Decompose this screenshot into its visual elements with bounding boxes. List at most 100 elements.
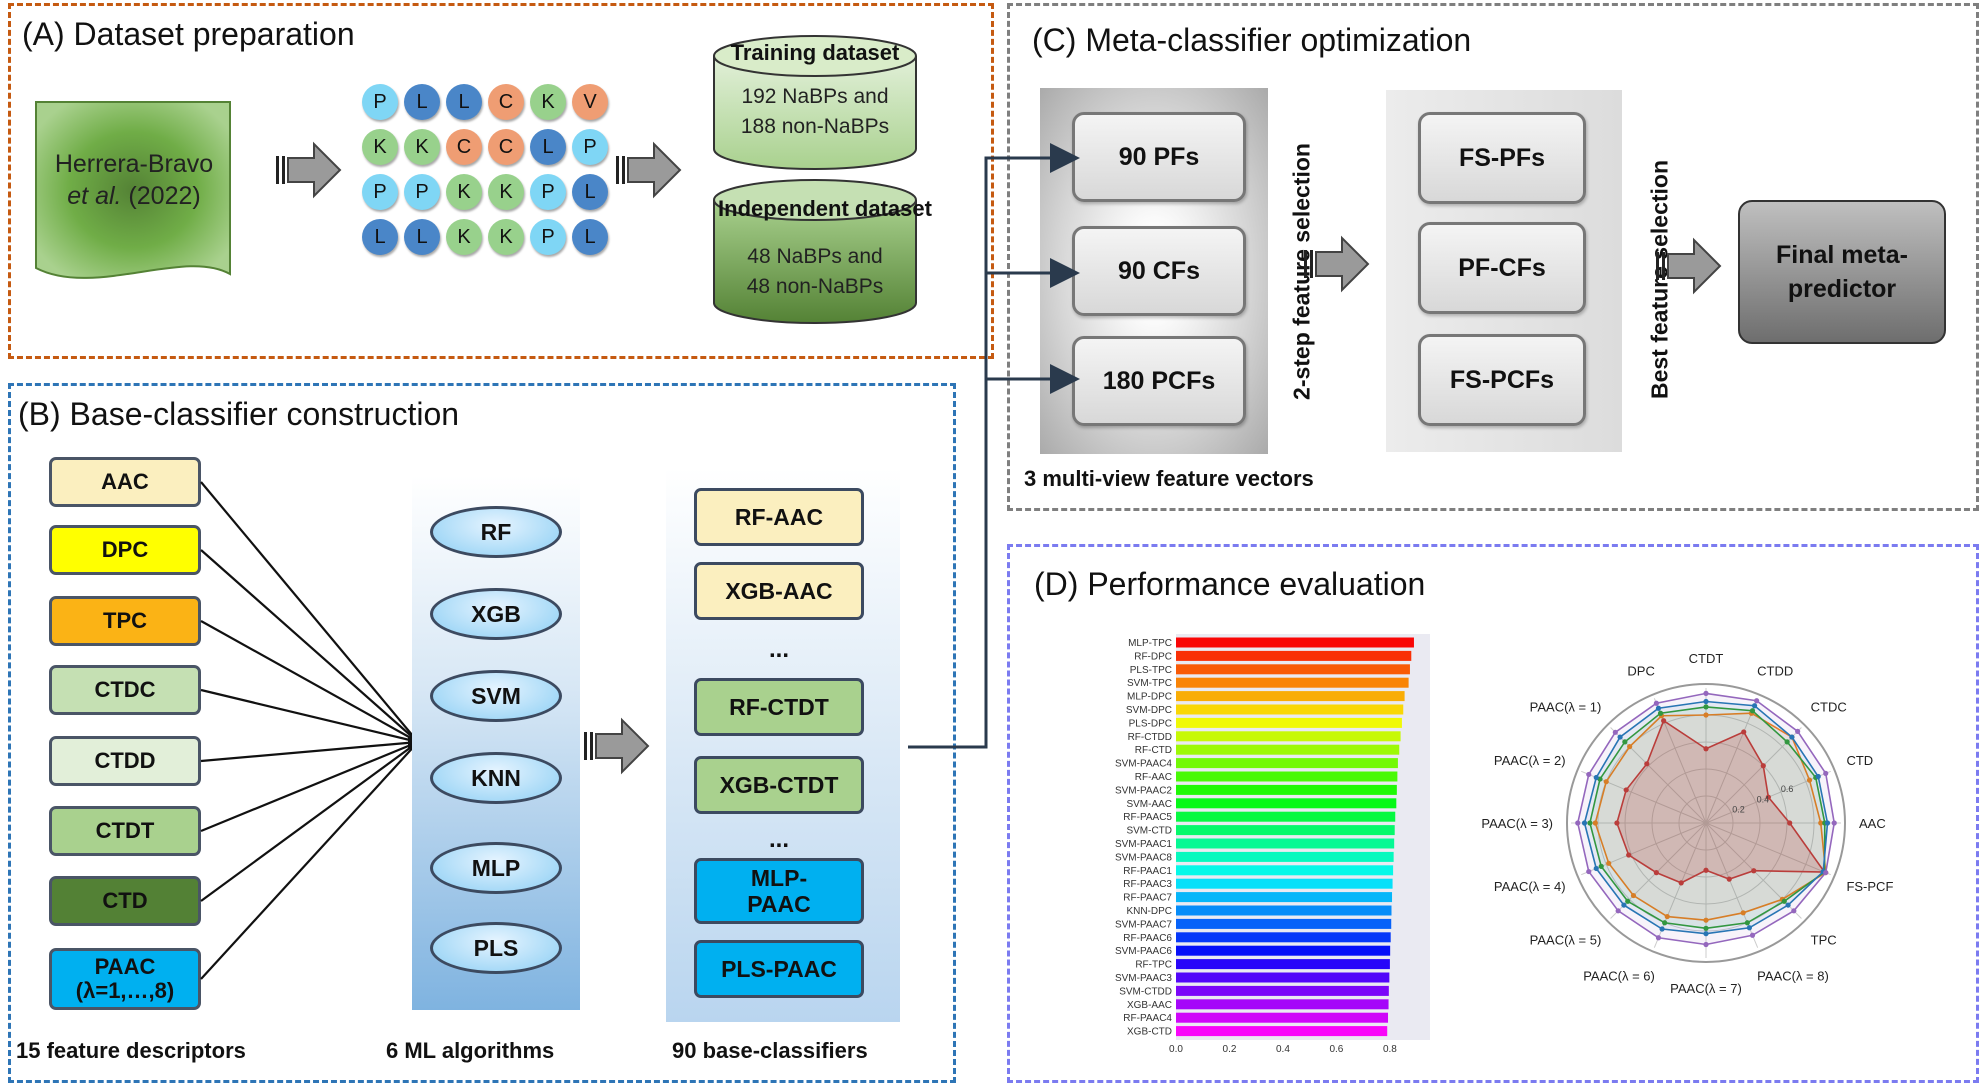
panel-dataset-preparation [8,3,994,359]
bar-category-label: RF-CTD [1135,745,1172,756]
bar-category-label: SVM-PAAC4 [1115,759,1172,770]
feature-vector-box: 90 CFs [1072,226,1246,316]
bar-category-label: RF-PAAC6 [1123,933,1172,944]
radar-point [1623,787,1629,793]
final-predictor-line2: predictor [1787,275,1897,303]
radar-axis-label: CTD [1846,753,1873,768]
final-meta-predictor: Final meta- predictor [1738,200,1946,344]
radar-point [1625,898,1631,904]
bar-category-label: RF-PAAC1 [1123,866,1172,877]
bar [1176,972,1390,983]
radar-point [1754,698,1760,704]
descriptor-connector [200,688,419,744]
bar-category-label: RF-TPC [1135,960,1172,971]
radar-point [1655,705,1662,711]
radar-axis-label: PAAC(λ = 7) [1670,981,1742,996]
descriptor-connector [200,620,419,743]
descriptor-box: TPC [49,596,201,646]
bar [1176,892,1393,903]
radar-point [1575,820,1581,826]
panel-meta-classifier [1007,3,1979,511]
bar-x-tick-label: 0.2 [1223,1044,1237,1055]
training-dataset-cylinder [713,35,917,170]
bar-category-label: SVM-AAC [1126,799,1172,810]
amino-acid-circle: P [572,129,608,165]
radar-point [1749,708,1756,714]
radar-point [1818,820,1824,826]
radar-point [1655,935,1662,941]
bar-category-label: RF-CTDD [1128,732,1172,743]
radar-point [1760,763,1766,769]
radar-point [1703,746,1709,752]
radar-point [1598,863,1604,869]
radar-spoke [1705,822,1831,876]
amino-acid-circle: K [488,219,524,255]
radar-axis-label: PAAC(λ = 2) [1494,753,1566,768]
amino-acid-circle: P [530,219,566,255]
bar [1176,825,1395,836]
training-dataset-line1: 192 NaBPs and [741,85,889,108]
panel-b-title: (B) Base-classifier construction [18,396,460,432]
radar-point [1662,920,1668,926]
training-dataset-desc: 192 NaBPs and 188 non-NaBPs [710,82,920,142]
classifiers-caption: 90 base-classifiers [672,1038,868,1063]
source-citation-line1: Herrera-Bravo [54,150,214,178]
base-classifier-box: XGB-CTDT [694,756,864,814]
radar-point [1781,898,1787,904]
radar-point [1593,774,1599,781]
bar-category-label: MLP-DPC [1127,692,1172,703]
radar-point [1653,700,1660,706]
bar [1176,704,1404,715]
source-citation-year: (2022) [121,182,201,210]
amino-acid-circle: L [530,129,566,165]
source-citation-etal: et al. [67,182,122,210]
descriptor-box: DPC [49,525,201,575]
radar-point [1740,910,1746,916]
bar [1176,838,1395,849]
base-classifiers-column [666,468,900,1022]
radar-point [1823,770,1829,777]
arrow-right-icon [1304,235,1370,293]
bar [1176,650,1412,661]
descriptor-connector [200,741,419,902]
radar-point [1622,739,1628,745]
radar-point [1703,704,1709,710]
bar-category-label: SVM-PAAC3 [1115,973,1172,984]
bar [1176,744,1400,755]
radar-point [1703,941,1709,948]
amino-acid-circle: K [530,84,566,120]
radar-point [1824,820,1831,826]
bar [1176,717,1402,728]
radar-point [1751,868,1757,874]
radar-axis-label: DPC [1627,664,1654,679]
radar-axis-label: PAAC(λ = 3) [1481,816,1553,831]
bar [1176,905,1392,916]
base-classifier-box: XGB-AAC [694,562,864,620]
radar-point [1603,779,1609,785]
independent-dataset-line2: 48 non-NaBPs [746,275,884,298]
bar-category-label: RF-DPC [1134,651,1172,662]
amino-acid-circle: P [530,174,566,210]
algorithms-caption: 6 ML algorithms [386,1038,555,1063]
arrow-right-icon [584,717,650,775]
bar [1176,691,1405,702]
bar-category-label: MLP-TPC [1128,638,1172,649]
amino-acid-circle: L [404,84,440,120]
bar-category-label: KNN-DPC [1126,906,1172,917]
radar-point [1787,820,1793,826]
amino-acid-circle: C [488,84,524,120]
radar-point [1744,920,1750,926]
selected-feature-box: FS-PFs [1418,112,1586,204]
training-dataset-title: Training dataset [730,40,900,65]
radar-axis-label: PAAC(λ = 8) [1757,968,1829,983]
base-classifier-box: PLS-PAAC [694,940,864,998]
bar-category-label: SVM-CTD [1126,826,1172,837]
radar-point [1592,820,1598,826]
bar-category-label: PLS-DPC [1129,718,1172,729]
radar-point [1659,926,1665,932]
descriptor-connector [200,741,419,980]
radar-point [1815,773,1821,780]
bar-category-label: RF-PAAC5 [1123,812,1172,823]
